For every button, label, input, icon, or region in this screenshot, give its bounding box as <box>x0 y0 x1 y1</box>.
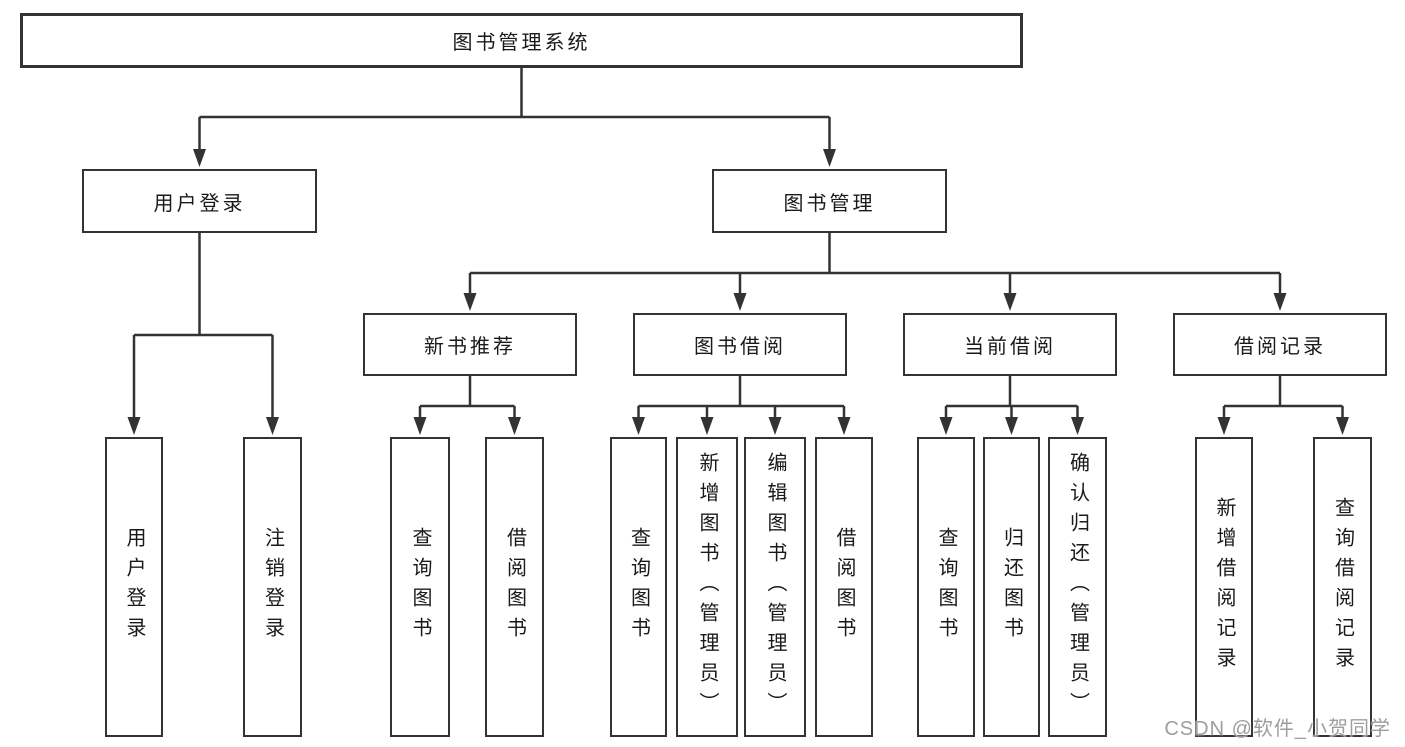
arrowheads <box>127 149 1349 435</box>
node-user-login-label: 用户登录 <box>153 192 246 215</box>
node-book-borrowing-label: 图书借阅 <box>694 336 786 358</box>
leaf-user-login: 用户登录 <box>105 437 163 737</box>
leaf-current-query-books-label: 查询图书 <box>935 527 957 647</box>
leaf-user-login-label: 用户登录 <box>123 527 145 647</box>
leaf-add-book-admin: 新增图书（管理员） <box>676 437 738 737</box>
leaf-return-books-label: 归还图书 <box>1000 527 1023 647</box>
node-library-system-label: 图书管理系统 <box>452 32 591 54</box>
leaf-add-borrow-record: 新增借阅记录 <box>1195 437 1253 737</box>
connector-segments <box>132 68 1344 419</box>
leaf-add-book-admin-label: 新增图书（管理员） <box>696 452 718 722</box>
node-book-borrowing: 图书借阅 <box>633 313 847 376</box>
leaf-logout: 注销登录 <box>243 437 302 737</box>
node-user-login: 用户登录 <box>82 169 317 233</box>
leaf-borrowing-query-books: 查询图书 <box>610 437 667 737</box>
leaf-current-query-books: 查询图书 <box>917 437 975 737</box>
node-library-system: 图书管理系统 <box>20 13 1023 68</box>
leaf-query-borrow-record-label: 查询借阅记录 <box>1331 497 1354 677</box>
csdn-watermark: CSDN @软件_小贺同学 <box>1164 718 1391 740</box>
node-book-management: 图书管理 <box>712 169 947 233</box>
leaf-return-books: 归还图书 <box>983 437 1040 737</box>
leaf-recommend-query-books: 查询图书 <box>390 437 450 737</box>
leaf-logout-label: 注销登录 <box>261 527 284 647</box>
node-borrowing-records-label: 借阅记录 <box>1234 336 1326 358</box>
leaf-query-borrow-record: 查询借阅记录 <box>1313 437 1372 737</box>
node-new-book-recommend-label: 新书推荐 <box>424 336 516 358</box>
leaf-borrowing-borrow-books: 借阅图书 <box>815 437 873 737</box>
leaf-recommend-query-books-label: 查询图书 <box>409 527 431 647</box>
node-book-management-label: 图书管理 <box>783 192 876 215</box>
node-new-book-recommend: 新书推荐 <box>363 313 577 376</box>
leaf-edit-book-admin: 编辑图书（管理员） <box>744 437 806 737</box>
leaf-borrowing-borrow-books-label: 借阅图书 <box>833 527 855 647</box>
leaf-edit-book-admin-label: 编辑图书（管理员） <box>764 452 786 722</box>
leaf-add-borrow-record-label: 新增借阅记录 <box>1213 497 1235 677</box>
leaf-recommend-borrow-books: 借阅图书 <box>485 437 544 737</box>
leaf-recommend-borrow-books-label: 借阅图书 <box>503 527 526 647</box>
leaf-confirm-return-admin: 确认归还（管理员） <box>1048 437 1107 737</box>
node-borrowing-records: 借阅记录 <box>1173 313 1387 376</box>
node-current-borrowing: 当前借阅 <box>903 313 1117 376</box>
leaf-borrowing-query-books-label: 查询图书 <box>627 527 650 647</box>
leaf-confirm-return-admin-label: 确认归还（管理员） <box>1066 452 1089 722</box>
node-current-borrowing-label: 当前借阅 <box>964 336 1056 358</box>
